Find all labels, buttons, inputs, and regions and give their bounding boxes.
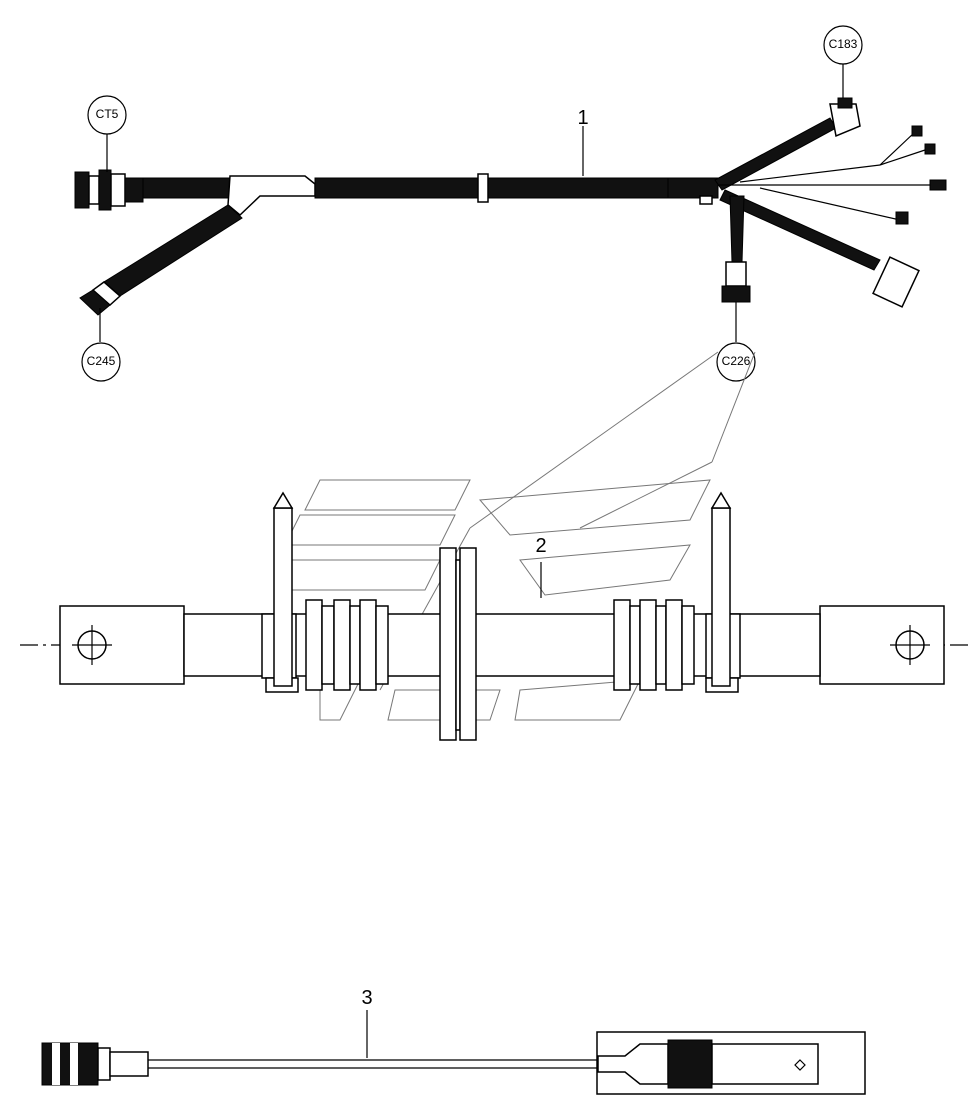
item-number-3: 3	[361, 987, 372, 1009]
zoom-outline-shapes	[274, 479, 711, 721]
branch-c226	[729, 195, 745, 263]
center-flange	[439, 547, 477, 741]
breakout-junction	[667, 177, 719, 199]
connector-c226	[725, 261, 747, 287]
connector-lower-right	[872, 256, 920, 308]
jumper-cable-3	[41, 1031, 866, 1095]
callout-ct5: CT5	[87, 95, 127, 135]
callout-c226-label: C226	[722, 354, 751, 368]
left-ribs	[305, 599, 389, 691]
callout-c183-label: C183	[829, 37, 858, 51]
sleeve-clip	[477, 173, 489, 203]
callout-c183: C183	[823, 25, 863, 65]
corrugated-sleeve-left	[142, 177, 234, 199]
right-pin	[711, 507, 731, 687]
connector-c183	[829, 103, 861, 138]
branch-lower-connector	[719, 189, 881, 271]
connector-c245	[79, 281, 122, 316]
right-ribs	[613, 599, 695, 691]
callout-ct5-label: CT5	[96, 107, 119, 121]
item-number-2: 2	[535, 535, 546, 557]
wire-pigtail-mid	[759, 187, 901, 221]
callout-c245-label: C245	[87, 354, 116, 368]
corrugated-sleeve-main	[314, 177, 671, 199]
left-pin	[273, 507, 293, 687]
seal-assembly-2	[59, 491, 945, 741]
branch-sleeve-c245	[103, 204, 243, 297]
callout-c245: C245	[81, 342, 121, 382]
item-number-1: 1	[577, 107, 588, 129]
connector-ct5	[74, 169, 144, 211]
y-junction-boot	[227, 175, 316, 217]
callout-c226: C226	[716, 342, 756, 382]
harness-assembly-1	[74, 97, 947, 316]
branch-c183	[714, 117, 837, 191]
breakout-tag	[699, 195, 713, 205]
wire-pigtail-upper	[739, 164, 881, 183]
